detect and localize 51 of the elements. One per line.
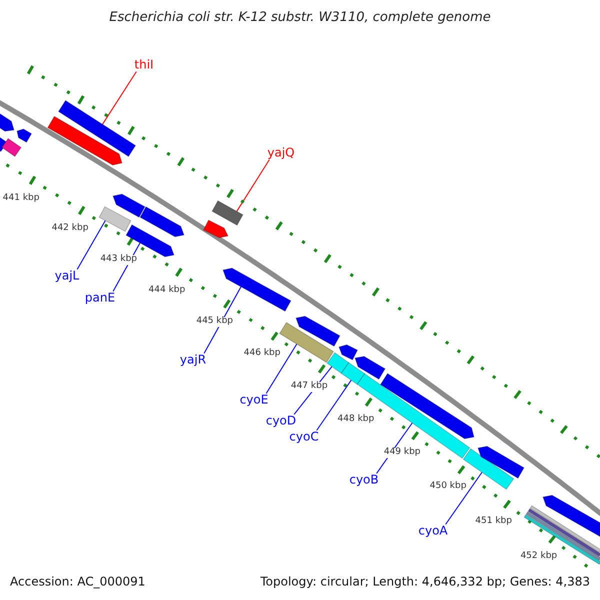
- scale-label: 444 kbp: [148, 286, 186, 296]
- gene-bar: [340, 362, 366, 385]
- gene-label: thiI: [134, 58, 154, 72]
- gene-bar: [58, 100, 136, 158]
- title: Escherichia coli str. K-12 substr. W3110, complete genome: [109, 10, 491, 26]
- gene-label: yajR: [180, 353, 206, 367]
- accession-text: Accession: AC_000091: [10, 575, 146, 589]
- scale-label: 442 kbp: [50, 224, 90, 234]
- gene-bar: [212, 200, 244, 226]
- gene-label: cyoD: [266, 414, 296, 428]
- scale-label: 441 kbp: [2, 194, 40, 204]
- gene-bar: [477, 446, 525, 479]
- gene-bar: [98, 206, 132, 232]
- leader-line: [445, 472, 482, 525]
- scale-label: 446 kbp: [242, 349, 282, 360]
- gene-bar: [47, 116, 122, 166]
- genome-summary: Topology: circular; Length: 4,646,332 bp; Genes: 4,383: [260, 575, 590, 589]
- gene-label: panE: [84, 291, 116, 305]
- gene-bar: [0, 111, 15, 132]
- gene-bar: [202, 220, 229, 238]
- gene-bar: [279, 322, 334, 364]
- gene-label: cyoB: [349, 473, 379, 487]
- gene-bar: [380, 372, 474, 440]
- gene-bar: [16, 128, 32, 143]
- gene-label: cyoC: [289, 430, 319, 444]
- gene-label: cyoA: [418, 524, 448, 538]
- gene-bar: [112, 194, 146, 218]
- scale-label: 448 kbp: [336, 415, 376, 425]
- gene-bar: [356, 373, 470, 459]
- gene-bar: [326, 352, 350, 374]
- scale-label: 452 kbp: [519, 552, 558, 562]
- gene-bar: [222, 268, 292, 312]
- gene-bar: [338, 344, 358, 360]
- scale-label: 447 kbp: [290, 382, 329, 392]
- gene-bar: [295, 316, 340, 347]
- gene-bar: [140, 206, 185, 238]
- gene-bar: [542, 494, 600, 539]
- gene-bar: [354, 356, 386, 380]
- scale-label: 449 kbp: [382, 448, 422, 458]
- scale-label: 443 kbp: [99, 254, 138, 265]
- gene-label: yajQ: [267, 146, 295, 160]
- scale-label: 450 kbp: [428, 482, 468, 492]
- scale-label: 451 kbp: [474, 516, 513, 527]
- leader-line: [102, 71, 137, 125]
- gene-label: yajL: [54, 269, 80, 283]
- gene-label: cyoE: [240, 393, 268, 407]
- leader-line: [236, 159, 270, 212]
- gene-bar: [1, 138, 22, 158]
- leader-line: [266, 344, 298, 394]
- leader-line: [316, 380, 352, 431]
- scale-label: 445 kbp: [195, 317, 234, 328]
